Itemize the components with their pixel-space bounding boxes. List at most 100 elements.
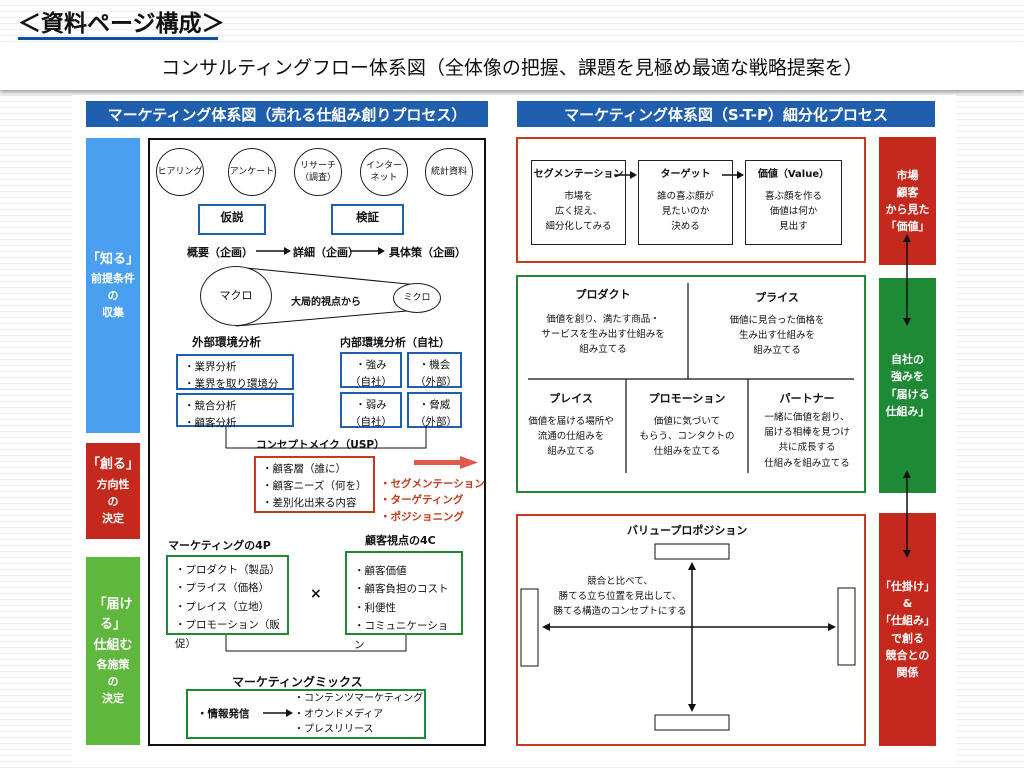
promotion-line: 仕組みを立てる <box>653 446 721 458</box>
stp-target: ターゲット 誰の喜ぶ顔が 見たいのか 決める <box>638 160 733 245</box>
stp-box-line: 市場を <box>564 191 593 202</box>
side-deliver-line: 各施策 <box>96 657 130 671</box>
product-cell: プロダクト 価値を創り、満たす商品・ サービスを生み出す仕組みを 組み立てる <box>518 286 688 358</box>
external-item: ・競合分析 <box>184 400 237 412</box>
c4-box: ・顧客価値 ・顧客負担のコスト ・利便性 ・コミュニケーション <box>345 551 463 651</box>
left-main-frame <box>148 138 486 746</box>
c4-item: ・顧客価値 <box>354 565 407 577</box>
stp-box-line: 喜ぶ顔を作る <box>764 191 822 202</box>
flow-concrete: 具体策（企画） <box>389 246 466 259</box>
product-line: サービスを生み出す仕組みを <box>541 329 665 341</box>
vp-title: バリュープロポジション <box>627 524 748 537</box>
internal-item: （外部） <box>415 416 457 429</box>
internal-item: （自社） <box>350 416 392 429</box>
c4-item: ・コミュニケーション <box>354 620 449 651</box>
side-deliver-big: 「届ける」 <box>93 597 133 633</box>
circle-statistics: 統計資料 <box>425 148 473 196</box>
internal-opportunity: ・機会（外部） <box>407 352 462 388</box>
internal-threat: ・脅威 （外部） <box>407 392 462 428</box>
side-deliver-line1: 仕組む <box>93 637 133 653</box>
left-banner: マーケティング体系図（売れる仕組み創りプロセス） <box>86 101 488 127</box>
flow-detail: 詳細（企画） <box>293 246 359 259</box>
internal-item: ・機会 <box>418 359 451 371</box>
internal-item: （自社） <box>350 376 392 389</box>
c4-item: ・顧客負担のコスト <box>354 583 449 596</box>
side-create-line: 決定 <box>102 511 124 525</box>
partner-line: 仕組みを組み立てる <box>764 457 850 469</box>
subtitle-band: コンサルティングフロー体系図（全体像の把握、課題を見極め最適な戦略提案を） <box>0 42 1024 90</box>
side-create-big: 「創る」 <box>86 457 139 473</box>
stp-arrows <box>614 171 744 179</box>
info-list: ・コンテンツマーケティング ・オウンドメディア ・プレスリリース <box>294 691 423 738</box>
side-compete-line: 競合との <box>885 648 930 662</box>
stp-red-item: ・セグメンテーション <box>380 478 485 490</box>
usp-item: ・顧客層（誰に） <box>262 463 346 475</box>
stp-box-title: セグメンテーション <box>533 169 624 180</box>
stp-box-line: 誰の喜ぶ顔が <box>656 191 714 202</box>
side-create-line: 方向性 <box>96 477 130 491</box>
hypothesis-box: 仮説 <box>198 204 266 235</box>
promotion-cell: プロモーション 価値に気づいて もらう、コンタクトの 仕組みを立てる <box>627 390 747 460</box>
place-title: プレイス <box>549 392 593 405</box>
side-know: 「知る」 前提条件 の 収集 <box>86 138 140 433</box>
price-title: プライス <box>755 291 799 304</box>
side-strength: 自社の 強みを 「届ける 仕組み」 <box>879 278 936 493</box>
flow-arrows <box>256 247 385 255</box>
vp-line: 競合と比べて、 <box>587 576 653 587</box>
internal-weakness: ・弱み （自社） <box>340 392 402 428</box>
stp-value: 価値（Value） 喜ぶ顔を作る 価値は何か 見出す <box>745 160 842 245</box>
place-cell: プレイス 価値を届ける場所や 流通の仕組みを 組み立てる <box>518 390 624 460</box>
stp-segmentation: セグメンテーション 市場を 広く捉え、 細分化してみる <box>531 160 626 245</box>
internal-item: ・弱み <box>355 399 387 411</box>
partner-title: パートナー <box>779 392 835 405</box>
mk4p-item: ・プライス（価格） <box>175 582 270 595</box>
promotion-line: 価値に気づいて <box>653 416 721 427</box>
vp-text: 競合と比べて、 勝てる立ち位置を見出して、 勝てる構造のコンセプトにする <box>540 574 700 620</box>
partner-line: 届ける相棒を見つけ <box>764 427 850 439</box>
macro-micro-lines <box>235 266 419 327</box>
side-strength-line: 強みを <box>891 370 924 384</box>
side-compete-line: で創る <box>891 631 924 645</box>
usp-bracket <box>225 426 427 449</box>
info-item: ・プレスリリース <box>294 724 374 735</box>
mk4p-item: ・プレイス（立地） <box>175 600 270 613</box>
partner-line: 共に成長する <box>778 442 836 454</box>
stp-box-line: 広く捉え、 <box>554 206 603 218</box>
info-item: ・オウンドメディア <box>294 708 384 720</box>
mix-bracket <box>225 635 407 652</box>
place-line: 組み立てる <box>547 446 595 458</box>
usp-item: ・差別化出来る内容 <box>262 496 357 509</box>
verification-box: 検証 <box>331 204 404 235</box>
internal-item: ・脅威 <box>418 399 451 411</box>
partner-cell: パートナー 一緒に価値を創り、 届ける相棒を見つけ 共に成長する 仕組みを組み立… <box>750 390 864 471</box>
side-compete-line: 「仕組み」 <box>880 614 935 628</box>
side-create-line: の <box>107 494 119 508</box>
usp-title: コンセプトメイク（USP） <box>256 439 385 451</box>
stp-box-line: 価値は何か <box>769 206 818 218</box>
side-compete-line: & <box>902 597 913 611</box>
side-market-line: 市場 <box>896 168 919 182</box>
side-market-line: 顧客 <box>896 185 919 199</box>
marketing-mix-frame <box>516 275 866 493</box>
side-compete-line: 関係 <box>896 665 919 679</box>
circle-hearing: ヒアリング <box>156 148 204 196</box>
stp-box-title: ターゲット <box>660 169 711 180</box>
marketing-mix-dividers <box>528 283 854 473</box>
side-strength-line: 自社の <box>891 353 924 367</box>
circle-research: リサーチ （調査） <box>294 148 342 196</box>
title-underline <box>18 37 218 40</box>
promotion-title: プロモーション <box>648 392 726 405</box>
stp-red-item: ・ターゲティング <box>380 494 464 507</box>
macro-circle: マクロ <box>200 266 272 326</box>
place-line: 流通の仕組みを <box>537 431 605 443</box>
info-label: ・情報発信 <box>197 708 250 720</box>
circle-internet: インター ネット <box>360 148 408 196</box>
place-line: 価値を届ける場所や <box>528 416 614 427</box>
right-banner: マーケティング体系図（S-T-P）細分化プロセス <box>517 101 935 127</box>
external-item: ・業界分析 <box>184 361 237 373</box>
c4-title: 顧客視点の4C <box>365 534 436 547</box>
side-deliver: 「届ける」 仕組む 各施策 の 決定 <box>86 557 140 745</box>
side-market-line: から見た <box>885 203 930 216</box>
stp-box-line: 見たいのか <box>661 206 710 218</box>
usp-item: ・顧客ニーズ（何を） <box>262 479 367 492</box>
